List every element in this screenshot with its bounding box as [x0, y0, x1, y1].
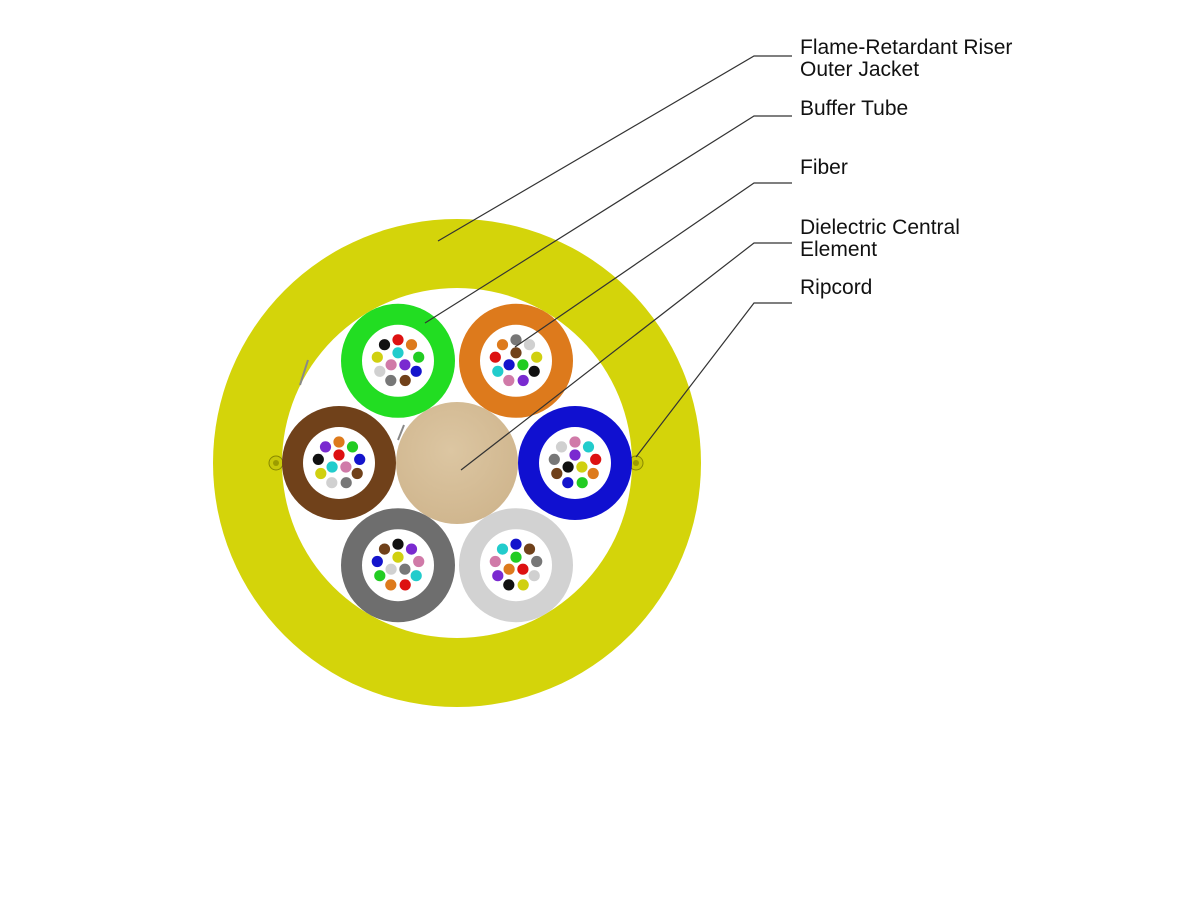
fiber — [312, 453, 324, 465]
fiber — [340, 477, 352, 489]
fiber — [517, 579, 529, 591]
buffer-tube-orange — [459, 303, 573, 418]
label-outer-jacket-line2: Outer Jacket — [800, 58, 920, 81]
fiber — [371, 351, 383, 363]
fiber — [492, 570, 504, 582]
fiber — [510, 334, 522, 346]
fiber — [569, 436, 581, 448]
fiber — [392, 538, 404, 550]
fiber — [562, 461, 574, 473]
label-central-element-line1: Dielectric Central — [800, 216, 960, 239]
fiber — [399, 563, 411, 575]
fiber — [510, 347, 522, 359]
fiber — [385, 579, 397, 591]
fiber — [405, 339, 418, 351]
fiber — [489, 351, 501, 363]
fiber — [385, 374, 397, 387]
leader-line-fiber — [514, 182, 792, 348]
fiber — [405, 543, 418, 555]
jacket-inner-mark-center — [397, 424, 405, 441]
buffer-tube-light-gray — [459, 508, 573, 623]
fiber — [399, 374, 411, 387]
fiber — [346, 441, 359, 453]
label-outer-jacket-line1: Flame-Retardant Riser — [800, 36, 1013, 59]
buffer-tubes — [282, 303, 632, 623]
fiber — [587, 467, 599, 480]
label-outer-jacket: Flame-Retardant Riser Outer Jacket — [800, 37, 1012, 81]
fiber — [551, 467, 563, 480]
fiber — [528, 570, 540, 582]
fiber — [378, 543, 391, 555]
fiber — [326, 461, 338, 473]
fiber — [576, 461, 588, 473]
label-central-element: Dielectric Central Element — [800, 217, 960, 261]
leader-lines — [424, 55, 792, 471]
fiber — [385, 563, 397, 575]
fiber — [562, 477, 574, 489]
fiber — [582, 441, 595, 453]
fiber — [326, 477, 338, 489]
fiber — [392, 334, 404, 346]
fiber — [503, 579, 515, 591]
buffer-tube-green — [341, 303, 455, 418]
fiber — [315, 467, 327, 480]
label-buffer-tube: Buffer Tube — [800, 97, 909, 120]
buffer-tube-dark-gray — [341, 508, 455, 623]
fiber — [392, 347, 404, 359]
fiber — [517, 359, 529, 371]
fiber — [517, 374, 529, 387]
fiber — [517, 563, 529, 575]
fiber — [374, 365, 386, 377]
fiber — [531, 351, 543, 363]
fiber — [576, 477, 588, 489]
fiber — [590, 453, 602, 465]
fiber — [410, 365, 422, 377]
fiber — [496, 339, 509, 351]
dielectric-central-element — [396, 402, 518, 524]
fiber — [385, 359, 397, 371]
label-ripcord: Ripcord — [800, 276, 873, 299]
fiber — [510, 538, 522, 550]
fiber — [503, 563, 515, 575]
buffer-tube-blue — [518, 406, 632, 520]
leader-line-jacket — [437, 55, 792, 242]
jacket-inner-mark-left — [299, 359, 309, 386]
fiber — [319, 441, 332, 453]
fiber — [503, 359, 515, 371]
fiber — [351, 467, 363, 480]
fiber — [392, 551, 404, 563]
fiber — [492, 365, 504, 377]
fiber — [399, 579, 411, 591]
fiber — [569, 449, 581, 461]
label-central-element-line2: Element — [800, 238, 878, 261]
fiber — [548, 453, 560, 465]
fiber — [333, 449, 345, 461]
fiber — [340, 461, 352, 473]
ripcord-dot-icon — [268, 455, 284, 471]
fiber — [555, 441, 568, 453]
fiber — [523, 543, 536, 555]
fiber — [528, 365, 540, 377]
fiber — [371, 555, 383, 568]
fiber — [496, 543, 509, 555]
fiber — [413, 351, 425, 363]
fiber — [333, 436, 345, 448]
fiber — [378, 339, 391, 351]
fiber — [531, 555, 543, 568]
label-fiber: Fiber — [800, 156, 848, 179]
leader-line-central-element — [460, 242, 792, 471]
fiber — [374, 570, 386, 582]
fiber — [354, 453, 366, 465]
leader-line-ripcord — [635, 302, 792, 458]
fiber — [489, 555, 501, 568]
fiber — [503, 374, 515, 387]
fiber — [413, 555, 425, 568]
fiber — [523, 339, 536, 351]
fiber — [410, 570, 422, 582]
fiber — [510, 551, 522, 563]
buffer-tube-brown — [282, 406, 396, 520]
fiber — [399, 359, 411, 371]
leader-line-buffer-tube — [424, 115, 792, 324]
